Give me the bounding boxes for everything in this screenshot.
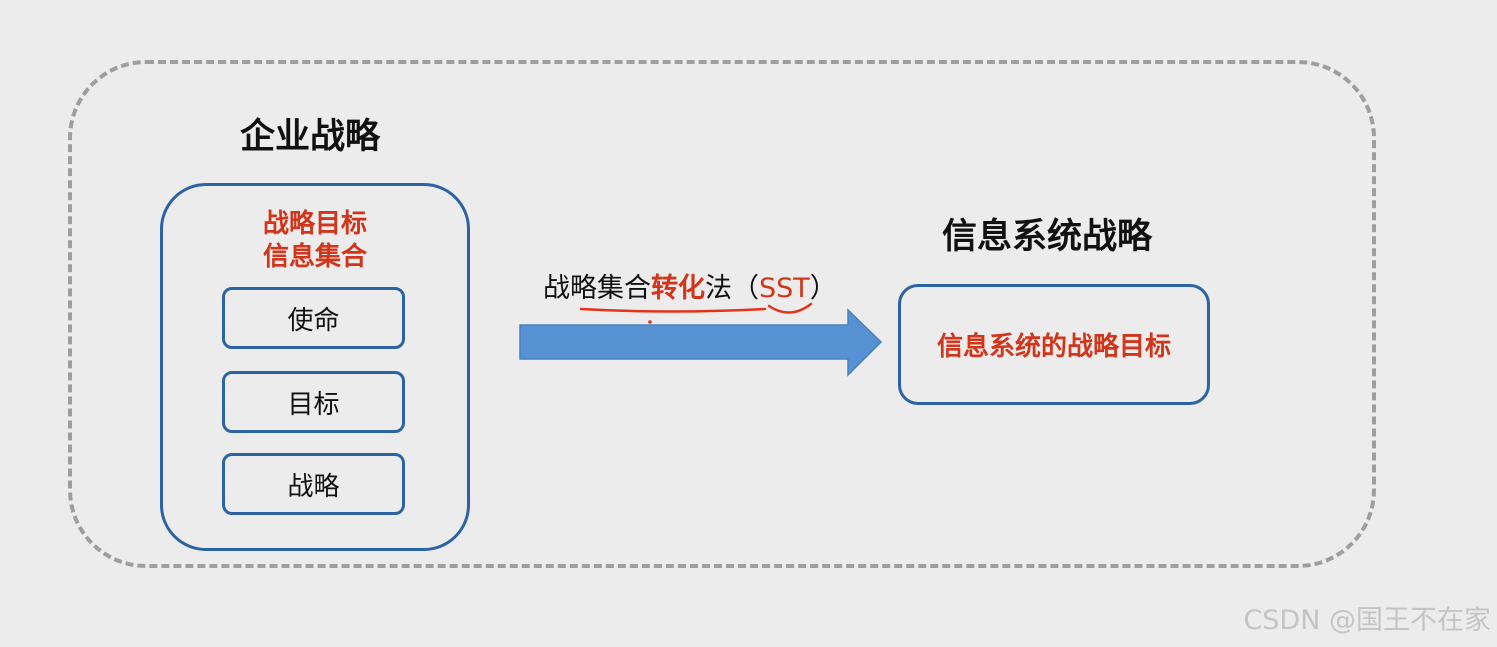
- method-part-transform: 转化: [651, 273, 705, 304]
- sst-method-label: 战略集合转化法（SST）: [543, 266, 837, 305]
- method-part-strategy-set: 战略集合: [543, 273, 651, 304]
- info-set-heading-line1: 战略目标: [262, 209, 367, 239]
- enterprise-boundary: [68, 60, 1376, 568]
- watermark: CSDN @国王不在家: [1243, 605, 1491, 636]
- strategy-info-set-box: 战略目标 信息集合 使命 目标 战略: [160, 183, 470, 551]
- item-strategy: 战略: [222, 453, 405, 515]
- method-part-method: 法（: [705, 273, 759, 304]
- info-set-heading-line2: 信息集合: [262, 242, 367, 272]
- item-goal: 目标: [222, 371, 405, 433]
- item-mission: 使命: [222, 287, 405, 349]
- enterprise-strategy-title: 企业战略: [240, 117, 381, 157]
- is-strategic-goal-box: 信息系统的战略目标: [898, 284, 1210, 405]
- method-part-sst: SST: [759, 273, 810, 304]
- is-strategy-title: 信息系统战略: [942, 217, 1153, 257]
- method-part-close-paren: ）: [809, 273, 837, 304]
